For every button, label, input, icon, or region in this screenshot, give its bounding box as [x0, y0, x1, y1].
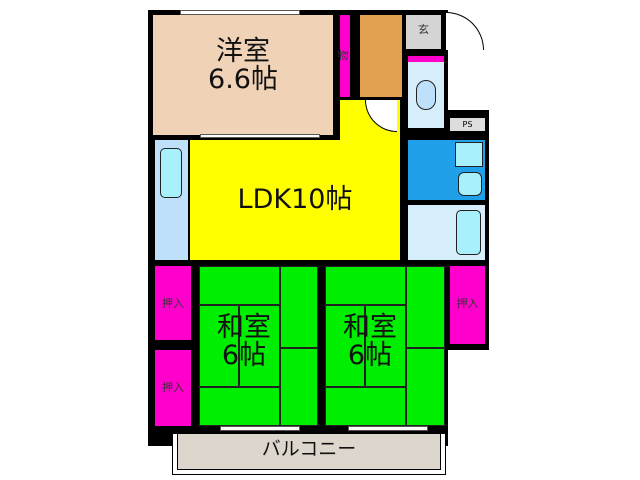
japanese-room-right	[325, 266, 445, 426]
washer-icon	[458, 172, 482, 196]
window	[348, 426, 428, 431]
closet-left-bottom	[155, 350, 191, 426]
storage-label: 物	[337, 49, 349, 62]
window	[220, 426, 300, 431]
closet-left-top	[155, 266, 191, 340]
entrance-label: 玄	[418, 23, 429, 36]
entrance-door	[446, 12, 484, 50]
japanese-room-left	[199, 266, 318, 426]
washbasin-icon	[455, 142, 483, 167]
western-room	[153, 15, 333, 135]
bathtub-icon	[456, 210, 481, 255]
closet-label: 押入	[162, 381, 184, 394]
closet-strip	[340, 15, 350, 97]
sink-icon	[160, 148, 182, 198]
closet-label: 押入	[162, 297, 184, 310]
ldk-room	[190, 140, 400, 260]
ps-label: PS	[450, 118, 485, 131]
balcony-label: バルコニー	[261, 438, 357, 460]
closet-label: 押入	[456, 297, 479, 310]
closet-right	[450, 266, 485, 344]
ldk-label: LDK10帖	[237, 184, 353, 215]
toilet-icon	[416, 80, 436, 110]
window	[180, 10, 300, 15]
storage-room	[360, 15, 402, 97]
entrance	[406, 15, 441, 49]
window	[200, 134, 320, 138]
balcony	[177, 433, 441, 470]
toilet-shelf	[408, 56, 444, 62]
